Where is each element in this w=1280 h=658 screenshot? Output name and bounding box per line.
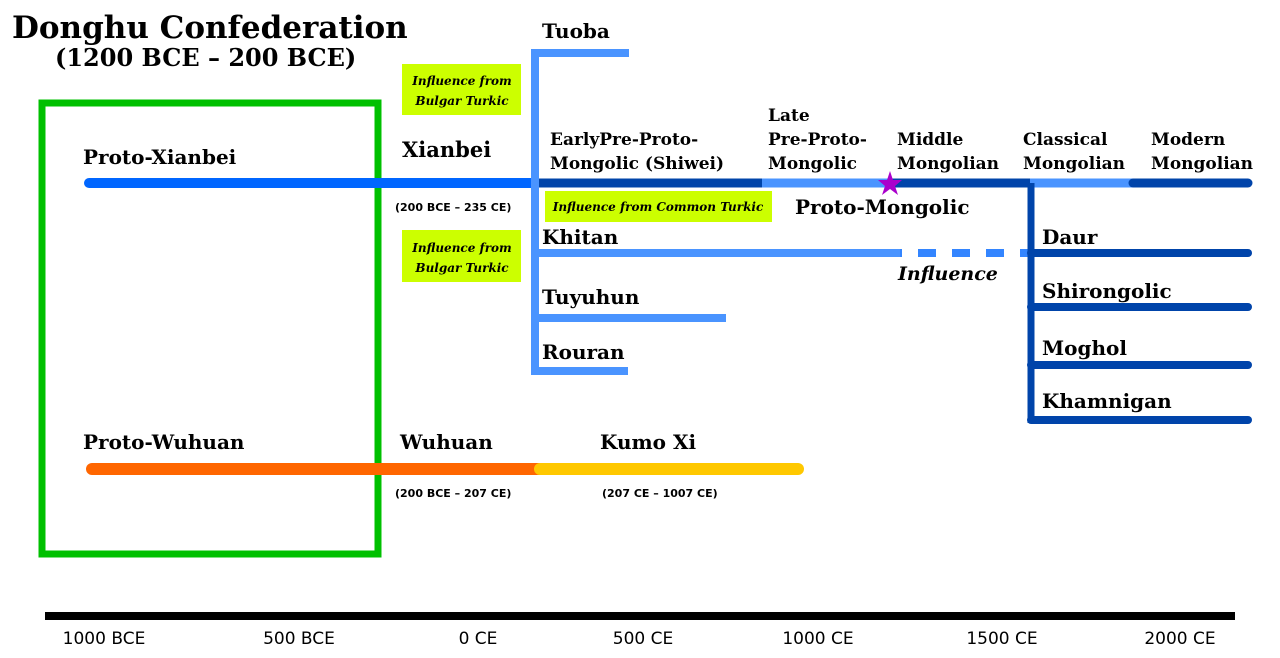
axis-tick-label: 1500 CE [966,629,1037,649]
label-modern-line1: Modern [1151,130,1225,150]
label-early-pre-proto-line1: EarlyPre-Proto- [550,130,698,150]
influence-note-line: Bulgar Turkic [414,94,509,108]
label-late-line3: Mongolic [768,154,857,174]
label-moghol: Moghol [1042,336,1127,360]
label-proto-wuhuan: Proto-Wuhuan [83,430,245,454]
label-wuhuan-dates: (200 BCE – 207 CE) [395,487,511,500]
label-middle-line1: Middle [897,130,964,150]
label-tuyuhun: Tuyuhun [542,285,640,309]
donghu-confederation-box [38,99,382,558]
influence-box [545,191,772,222]
influence-note-bulgar-top: Influence from Bulgar Turkic [402,64,521,115]
label-late-line1: Late [768,106,810,126]
axis-tick-label: 1000 CE [782,629,853,649]
influence-box [402,64,521,115]
label-proto-xianbei: Proto-Xianbei [83,145,237,169]
label-khitan: Khitan [542,225,619,249]
axis-tick-label: 500 BCE [263,629,335,649]
label-rouran: Rouran [542,340,625,364]
influence-note-line: Influence from Common Turkic [552,200,764,214]
label-tuoba: Tuoba [542,19,610,43]
influence-box [402,230,521,282]
label-middle-line2: Mongolian [897,154,999,174]
diagram-subtitle: (1200 BCE – 200 BCE) [55,43,356,72]
axis-tick-label: 0 CE [459,629,498,649]
label-kumo-xi: Kumo Xi [600,430,696,454]
label-classical-line2: Mongolian [1023,154,1125,174]
influence-note-line: Influence from [411,241,511,255]
axis-tick-label: 500 CE [613,629,673,649]
influence-note-common-turkic: Influence from Common Turkic [545,191,772,222]
label-khamnigan: Khamnigan [1042,389,1172,413]
label-early-pre-proto-line2: Mongolic (Shiwei) [550,154,724,174]
influence-note-bulgar-mid: Influence from Bulgar Turkic [402,230,521,282]
influence-note-line: Bulgar Turkic [414,261,509,275]
diagram-title: Donghu Confederation [12,10,408,46]
label-influence: Influence [897,263,998,285]
label-daur: Daur [1042,225,1098,249]
label-xianbei: Xianbei [402,137,491,162]
label-modern-line2: Mongolian [1151,154,1253,174]
proto-mongolic-star-icon [878,171,902,195]
label-wuhuan: Wuhuan [399,430,493,454]
label-classical-line1: Classical [1023,130,1108,150]
axis-tick-label: 1000 BCE [63,629,146,649]
influence-note-line: Influence from [411,74,511,88]
label-late-line2: Pre-Proto- [768,130,867,150]
label-xianbei-dates: (200 BCE – 235 CE) [395,201,511,214]
label-shirongolic: Shirongolic [1042,279,1172,303]
label-proto-mongolic: Proto-Mongolic [795,195,970,219]
label-kumo-xi-dates: (207 CE – 1007 CE) [602,487,718,500]
axis-tick-label: 2000 CE [1144,629,1215,649]
